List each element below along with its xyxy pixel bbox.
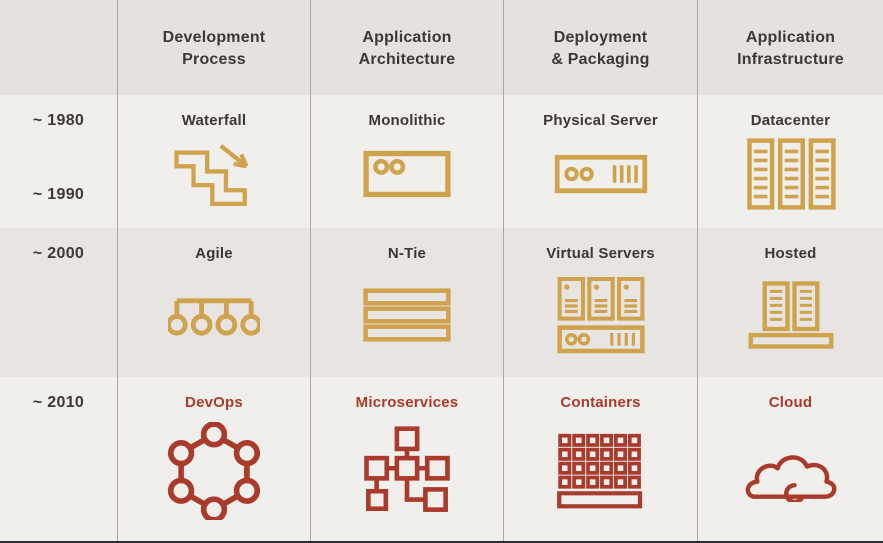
cell-microservices: Microservices bbox=[310, 377, 503, 541]
era-label-2000: ~ 2000 bbox=[32, 245, 85, 262]
era-label-1980: ~ 1980 bbox=[32, 112, 85, 129]
cell-containers: Containers bbox=[503, 377, 697, 541]
cell-devops: DevOps bbox=[117, 377, 310, 541]
cell-label: Waterfall bbox=[181, 112, 247, 129]
cell-agile: Agile bbox=[117, 228, 310, 377]
cell-waterfall: Waterfall bbox=[117, 95, 310, 228]
column-title: Application Infrastructure bbox=[737, 29, 844, 68]
monolithic-block-icon bbox=[362, 129, 452, 228]
cell-label: Physical Server bbox=[543, 112, 658, 129]
cell-virtual-servers: Virtual Servers bbox=[503, 228, 697, 377]
cloud-icon bbox=[742, 411, 840, 541]
microservices-nodes-icon bbox=[361, 411, 453, 541]
physical-server-icon bbox=[554, 129, 648, 228]
datacenter-racks-icon bbox=[745, 129, 837, 228]
cell-physical-server: Physical Server bbox=[503, 95, 697, 228]
cell-label: N-Tie bbox=[387, 245, 427, 262]
containers-grid-icon bbox=[554, 411, 648, 541]
era-cell-2010: ~ 2010 bbox=[0, 377, 117, 541]
era-cell-1980-1990: ~ 1980 ~ 1990 bbox=[0, 95, 117, 228]
cell-label: Microservices bbox=[355, 394, 459, 411]
cell-label: DevOps bbox=[185, 394, 243, 411]
column-title: Deployment & Packaging bbox=[551, 29, 650, 68]
header-application-architecture: Application Architecture bbox=[310, 0, 503, 95]
era-label-1990: ~ 1990 bbox=[32, 186, 85, 203]
cell-label: Cloud bbox=[768, 394, 813, 411]
cell-datacenter: Datacenter bbox=[697, 95, 883, 228]
cell-label: Agile bbox=[195, 245, 233, 262]
header-deployment-packaging: Deployment & Packaging bbox=[503, 0, 697, 95]
virtual-servers-icon bbox=[556, 262, 646, 377]
waterfall-stairs-icon bbox=[170, 129, 258, 228]
cell-label: Datacenter bbox=[750, 112, 831, 129]
era-label-2010: ~ 2010 bbox=[32, 394, 85, 411]
cell-hosted: Hosted bbox=[697, 228, 883, 377]
header-application-infrastructure: Application Infrastructure bbox=[697, 0, 883, 95]
devops-cycle-icon bbox=[167, 411, 261, 541]
cell-label: Virtual Servers bbox=[546, 245, 655, 262]
header-era-spacer bbox=[0, 0, 117, 95]
cell-n-tier: N-Tie bbox=[310, 228, 503, 377]
agile-chain-icon bbox=[168, 262, 260, 377]
cell-monolithic: Monolithic bbox=[310, 95, 503, 228]
era-cell-2000: ~ 2000 bbox=[0, 228, 117, 377]
cell-label: Containers bbox=[560, 394, 641, 411]
header-development-process: Development Process bbox=[117, 0, 310, 95]
n-tier-layers-icon bbox=[362, 262, 452, 377]
cell-label: Monolithic bbox=[368, 112, 446, 129]
hosted-racks-icon bbox=[747, 262, 835, 377]
cell-label: Hosted bbox=[764, 245, 817, 262]
column-title: Development Process bbox=[162, 29, 266, 68]
column-title: Application Architecture bbox=[358, 29, 456, 68]
cell-cloud: Cloud bbox=[697, 377, 883, 541]
